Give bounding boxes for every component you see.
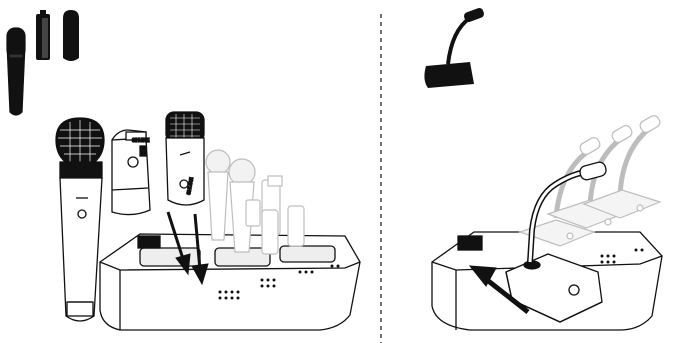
left-panel: SHURE SHURE xyxy=(7,10,360,330)
brand-label: SHURE xyxy=(132,138,150,144)
bodypack-black-icon xyxy=(36,10,50,60)
bodypack-black-2-icon xyxy=(63,10,79,61)
right-panel xyxy=(424,7,662,330)
gooseneck-mic-black-icon xyxy=(424,7,485,88)
bodypack-transmitter-icon: SHURE xyxy=(112,130,150,215)
boundary-mic-icon: SHURE xyxy=(166,112,204,205)
brand-label-3: SHURE xyxy=(68,169,89,175)
charging-station-left xyxy=(100,234,360,330)
docked-goosenecks-gray xyxy=(520,114,662,246)
handheld-mic-icon: SHURE xyxy=(56,118,104,321)
handheld-mic-black-icon xyxy=(7,28,25,115)
